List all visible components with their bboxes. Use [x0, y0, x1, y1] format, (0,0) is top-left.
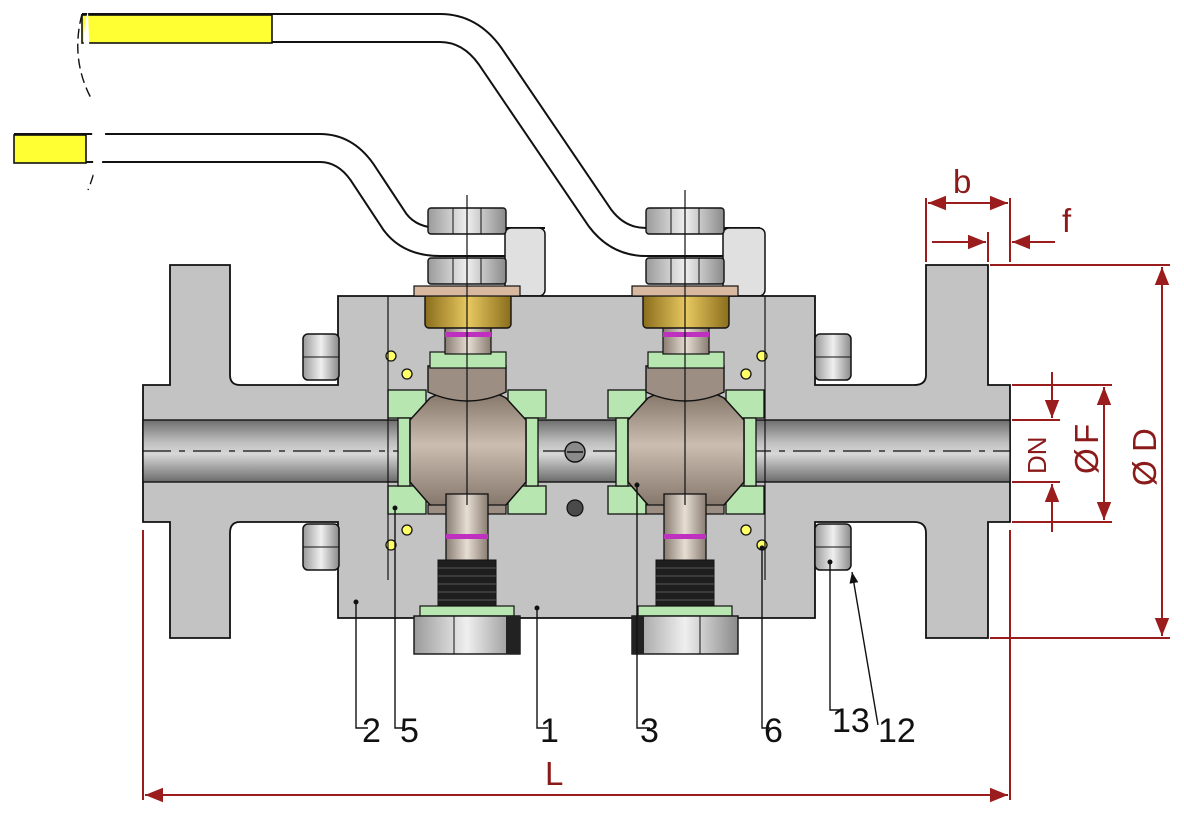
dim-DN-label: DN [1022, 436, 1052, 474]
part-leaders [355, 485, 879, 729]
handle-upper-yellow-grip [81, 14, 273, 44]
o-ring-lower-right [664, 534, 706, 539]
o-ring-lower-left [446, 534, 488, 539]
part-number-3: 3 [640, 712, 659, 750]
part-number-1: 1 [540, 712, 559, 750]
bolt-upper-right [814, 333, 852, 381]
handle-lower-yellow-grip [13, 134, 87, 164]
body-joint-lines [387, 296, 766, 580]
o-ring-upper-left [445, 332, 491, 337]
ball-valve-right [607, 190, 765, 655]
bottom-cap-left [413, 615, 521, 655]
bolt-upper-left [302, 333, 340, 381]
ball-valve-left [387, 195, 547, 655]
part-number-6: 6 [764, 712, 783, 750]
gland-nut-right [642, 291, 730, 329]
dim-D-symbol: Ø [1126, 460, 1163, 486]
handle-upper [81, 13, 760, 257]
dim-L-label: L [545, 755, 563, 792]
bottom-cap-right [631, 615, 739, 655]
dim-F-symbol: Ø [1068, 448, 1105, 474]
o-ring-upper-right [663, 332, 709, 337]
dim-b-label: b [953, 163, 971, 200]
dim-f-label: f [1062, 202, 1072, 239]
dim-F-label: F [1068, 424, 1105, 444]
handle-lower [13, 133, 545, 257]
center-hole [566, 499, 584, 517]
bolt-lower-right [814, 523, 852, 571]
gland-nut-left [424, 291, 512, 329]
part-number-2: 2 [362, 712, 381, 750]
part-number-5: 5 [400, 712, 419, 750]
dim-D-label: D [1126, 428, 1163, 452]
bolt-lower-left [302, 523, 340, 571]
part-number-13: 13 [832, 702, 870, 740]
break-line [83, 10, 106, 188]
part-leader-dots [353, 482, 833, 611]
part-number-12: 12 [878, 712, 916, 750]
